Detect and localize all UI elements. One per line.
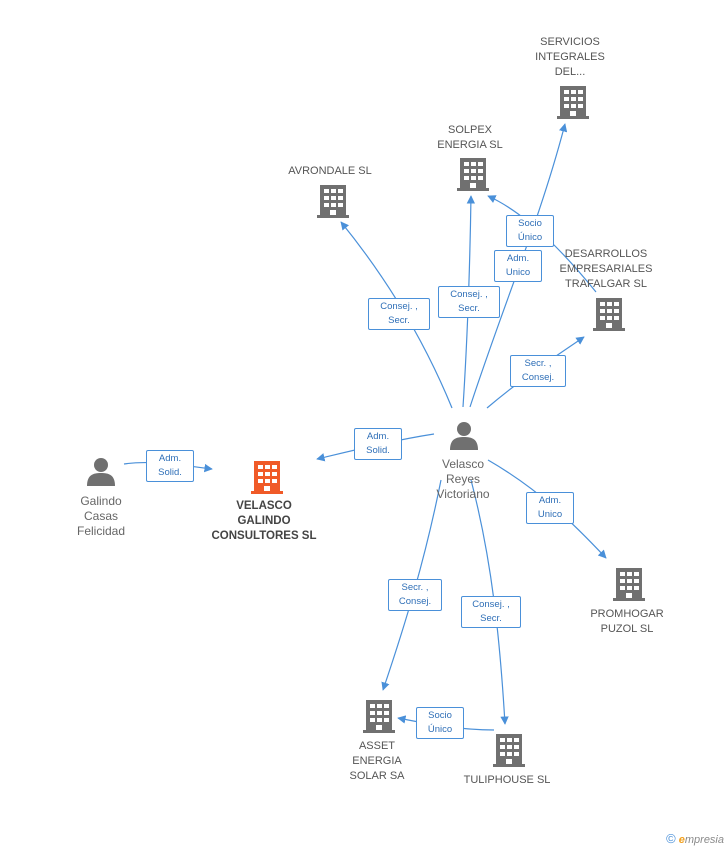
avrondale-building-icon[interactable] [317,185,349,218]
edge-label-secr-consej: Secr. , Consej. [388,579,442,611]
velasco-galindo-building-icon[interactable] [251,461,283,494]
edge-label-socio-unico: Socio Único [416,707,464,739]
edge-label-adm-unico: Adm. Unico [526,492,574,524]
node-label-avrondale[interactable]: AVRONDALE SL [288,165,372,177]
node-label-asset[interactable]: ASSET ENERGIA SOLAR SA [349,740,405,782]
edge-label-socio-unico: Socio Único [506,215,554,247]
solpex-building-icon[interactable] [457,158,489,191]
edge-label-adm-unico: Adm. Unico [494,250,542,282]
servicios-building-icon[interactable] [557,86,589,119]
edge-label-consej-secr: Consej. , Secr. [461,596,521,628]
galindo-person-icon[interactable] [87,458,115,486]
node-label-promhogar[interactable]: PROMHOGAR PUZOL SL [590,608,664,635]
edge-label-consej-secr: Consej. , Secr. [368,298,430,330]
node-label-solpex[interactable]: SOLPEX ENERGIA SL [437,124,503,151]
brand-initial: e [678,834,685,846]
edge-label-adm-solid: Adm. Solid. [354,428,402,460]
node-label-velasco-galindo[interactable]: VELASCO GALINDO CONSULTORES SL [211,500,317,542]
edge-label-secr-consej: Secr. , Consej. [510,355,566,387]
desarrollos-building-icon[interactable] [593,298,625,331]
node-label-tuliphouse[interactable]: TULIPHOUSE SL [463,774,551,786]
edge-label-adm-solid: Adm. Solid. [146,450,194,482]
brand-name: mpresia [684,834,724,846]
edge-label-consej-secr: Consej. , Secr. [438,286,500,318]
tuliphouse-building-icon[interactable] [493,734,525,767]
node-label-desarrollos[interactable]: DESARROLLOS EMPRESARIALES TRAFALGAR SL [559,248,653,290]
promhogar-building-icon[interactable] [613,568,645,601]
empresia-watermark: © empresia [666,831,724,846]
node-label-servicios[interactable]: SERVICIOS INTEGRALES DEL... [535,36,605,78]
node-label-galindo-person[interactable]: Galindo Casas Felicidad [76,494,126,538]
node-label-velasco-person[interactable]: Velasco Reyes Victoriano [436,457,490,501]
asset-building-icon[interactable] [363,700,395,733]
copyright-icon: © [666,831,676,846]
velasco-person-icon[interactable] [450,422,478,450]
